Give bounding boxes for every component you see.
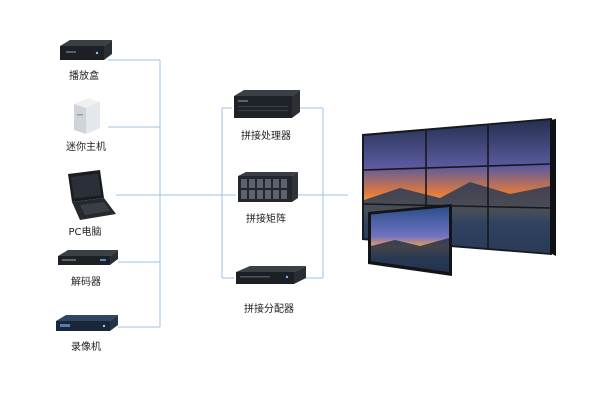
decoder-icon (58, 250, 118, 265)
splicing-matrix-icon (238, 172, 298, 202)
source-label-5: 录像机 (71, 342, 101, 353)
source-label-2: 迷你主机 (66, 142, 106, 153)
media-player-box-icon (60, 40, 112, 60)
video-wall-seam-h1 (363, 163, 551, 171)
laptop-icon (68, 170, 116, 220)
splicing-distributor-icon (236, 266, 306, 284)
connector-lines (108, 59, 348, 328)
source-label-1: 播放盒 (69, 71, 99, 82)
video-recorder-icon (56, 315, 118, 331)
mini-pc-icon (74, 98, 100, 134)
processor-label-1: 拼接处理器 (241, 131, 291, 142)
video-wall-seam-h2 (363, 203, 551, 209)
splicing-processor-icon (234, 90, 300, 118)
source-label-4: 解码器 (71, 277, 101, 288)
processor-label-3: 拼接分配器 (244, 304, 294, 315)
single-display-icon (368, 204, 452, 276)
processor-label-2: 拼接矩阵 (246, 214, 286, 225)
source-label-3: PC电脑 (68, 227, 102, 238)
